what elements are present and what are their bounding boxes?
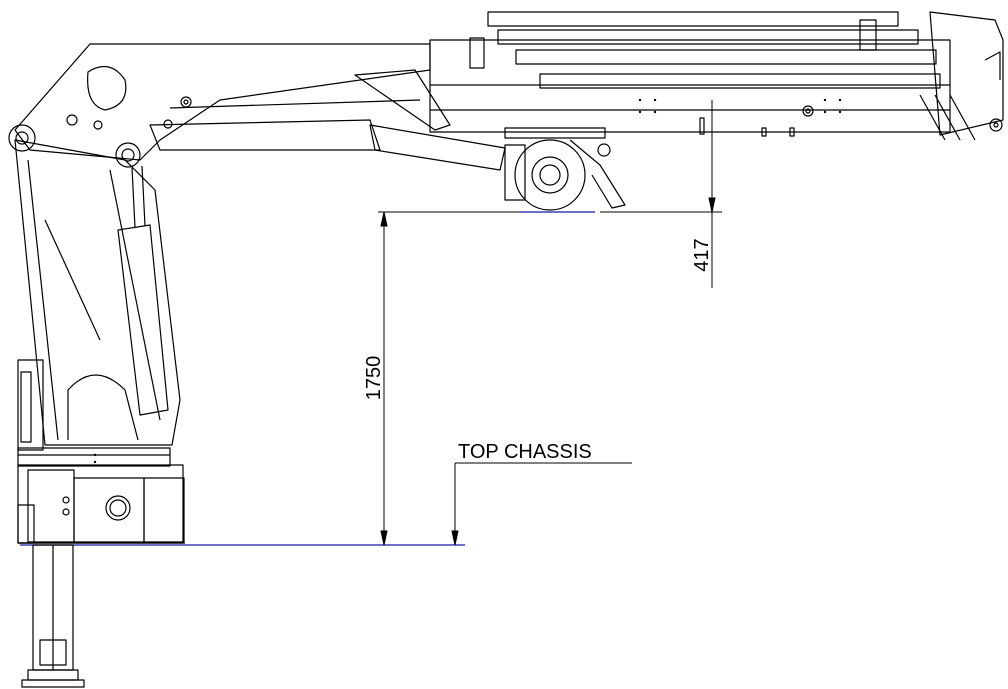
boom-dot-details: [93, 98, 842, 464]
crane-column: [14, 139, 181, 446]
dimension-1750: [378, 211, 520, 546]
outer-cylinder: [149, 99, 506, 171]
turntable: [17, 359, 171, 467]
dimension-417: [600, 100, 722, 288]
dimension-1750-label: 1750: [363, 356, 385, 401]
boom-tip: [919, 11, 1004, 141]
reference-lines: [20, 211, 595, 546]
top-chassis-label: TOP CHASSIS: [458, 441, 592, 463]
inner-boom: [8, 43, 431, 161]
stabilizer-leg: [21, 544, 85, 688]
winch: [504, 127, 626, 211]
crane-structure: [8, 11, 1004, 688]
outer-boom: [354, 11, 951, 137]
main-cylinder: [117, 165, 169, 416]
top-chassis-leader: [451, 462, 632, 546]
crane-base: [17, 464, 185, 544]
dimension-417-label: 417: [691, 238, 713, 271]
